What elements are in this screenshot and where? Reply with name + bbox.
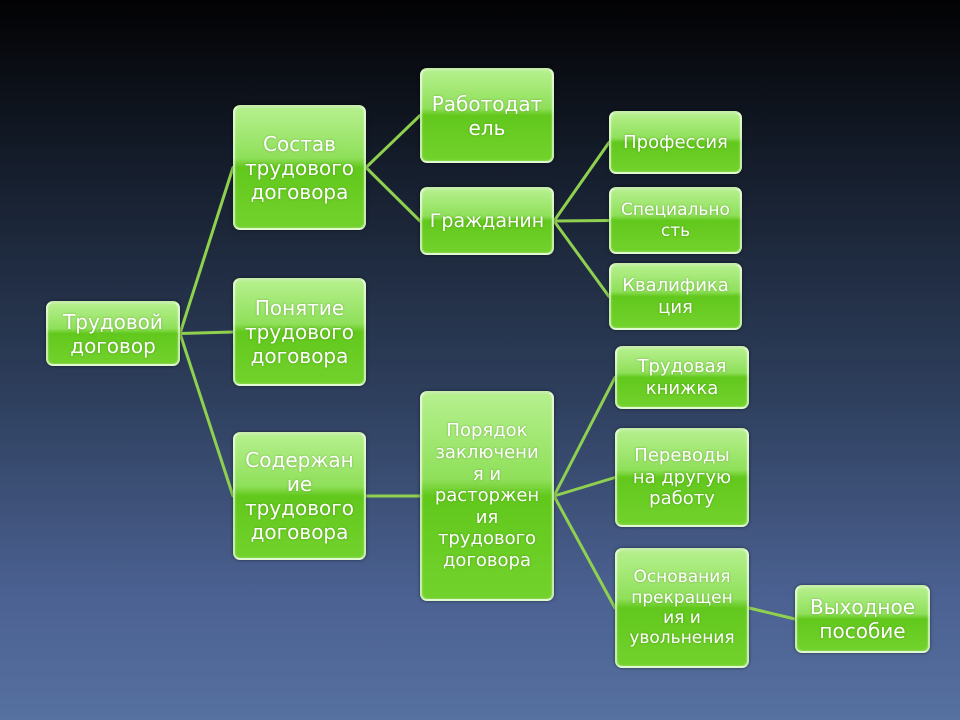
connector-sostav-rab <box>364 114 422 169</box>
connector-sostav-grazh <box>364 166 422 223</box>
connector-osn-vyh <box>747 606 797 621</box>
node-contract-composition: Состав трудового договора <box>233 105 366 230</box>
node-transfers: Переводы на другую работу <box>615 428 749 527</box>
connector-por-osn <box>552 494 617 610</box>
node-work-book: Трудовая книжка <box>615 346 749 409</box>
node-contract-concept: Понятие трудового договора <box>233 278 366 386</box>
connector-grazh-kval <box>552 219 611 298</box>
connector-grazh-spec <box>552 219 611 223</box>
connector-root-pon <box>178 330 235 335</box>
node-termination-grounds: Основания прекращен ия и увольнения <box>615 548 749 668</box>
node-labor-contract: Трудовой договор <box>46 301 180 366</box>
connector-por-trud <box>552 376 617 498</box>
node-citizen: Гражданин <box>420 187 554 255</box>
node-profession: Профессия <box>609 111 742 174</box>
node-conclusion-termination-order: Порядок заключени я и расторжен ия трудо… <box>420 391 554 601</box>
node-specialty: Специально сть <box>609 187 742 254</box>
connector-root-sostav <box>178 166 235 335</box>
node-severance-pay: Выходное пособие <box>795 585 930 653</box>
connector-por-perev <box>552 476 617 498</box>
connector-root-sod <box>178 332 235 498</box>
node-contract-content: Содержан ие трудового договора <box>233 432 366 560</box>
connector-grazh-prof <box>552 141 611 223</box>
node-employer: Работодат ель <box>420 68 554 163</box>
node-qualification: Квалифика ция <box>609 263 742 330</box>
